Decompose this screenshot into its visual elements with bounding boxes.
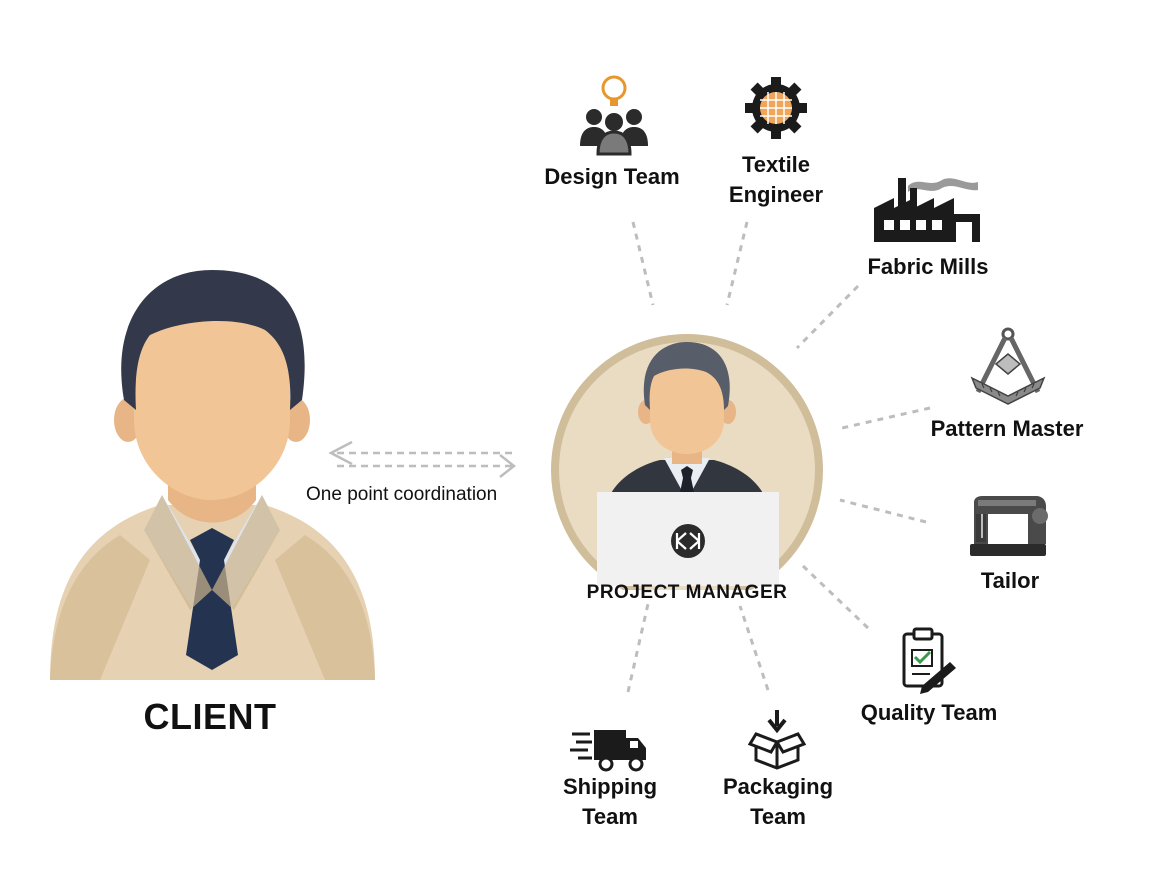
connector-tailor [839, 498, 927, 524]
shipping-team-icon [570, 730, 646, 772]
packaging-team-icon [748, 710, 806, 770]
fabric-mills-label: Fabric Mills [867, 254, 989, 279]
coordination-label: One point coordination [306, 484, 498, 505]
project-manager-label: PROJECT MANAGER [586, 582, 788, 603]
connector-textile-engineer [725, 221, 749, 306]
connector-packaging-team [738, 605, 770, 691]
textile-engineer-label: Textile Engineer [728, 152, 824, 207]
design-team-icon [580, 75, 648, 156]
connector-pattern-master [841, 406, 931, 430]
shipping-team-label: Shipping Team [562, 774, 658, 829]
textile-engineer-icon [745, 77, 807, 139]
packaging-team-label: Packaging Team [722, 774, 834, 829]
connector-quality-team [801, 564, 870, 630]
tailor-label: Tailor [980, 568, 1040, 593]
client-label: CLIENT [143, 696, 277, 737]
connector-fabric-mills [795, 284, 860, 350]
connector-design-team [631, 221, 655, 306]
sewing-machine-icon [970, 496, 1048, 556]
connector-shipping-team [626, 603, 650, 693]
coordination-arrows [328, 440, 517, 478]
design-team-label: Design Team [544, 164, 680, 189]
quality-team-icon [902, 627, 956, 694]
pattern-master-label: Pattern Master [930, 416, 1084, 441]
project-manager-avatar [551, 334, 823, 590]
fabric-mills-icon [874, 178, 980, 242]
client-avatar [50, 270, 375, 680]
quality-team-label: Quality Team [860, 700, 998, 725]
pattern-master-icon [970, 327, 1046, 405]
